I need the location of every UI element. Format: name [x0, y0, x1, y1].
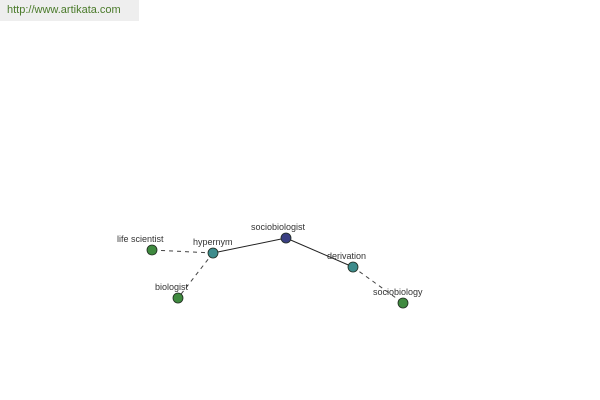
node-life-scientist[interactable] [146, 244, 158, 256]
edge-sociobiologist-hypernym [212, 237, 287, 254]
node-label-sociobiologist[interactable]: sociobiologist [251, 222, 306, 232]
node-derivation[interactable] [347, 261, 359, 273]
edge-derivation-sociobiology [352, 266, 404, 304]
edge-hypernym-biologist [177, 252, 214, 299]
node-sociobiologist[interactable] [280, 232, 292, 244]
graph-labels: sociobiologist hypernym derivation life sci… [117, 222, 423, 297]
node-hypernym[interactable] [207, 247, 219, 259]
node-label-hypernym[interactable]: hypernym [193, 237, 233, 247]
node-label-biologist[interactable]: biologist [155, 282, 189, 292]
graph-edges [151, 237, 404, 304]
node-label-sociobiology[interactable]: sociobiology [373, 287, 423, 297]
edge-sociobiologist-derivation [285, 237, 354, 268]
node-label-derivation[interactable]: derivation [327, 251, 366, 261]
edge-hypernym-life-scientist [151, 249, 214, 254]
url-banner[interactable]: http://www.artikata.com [0, 0, 139, 21]
node-biologist[interactable] [172, 292, 184, 304]
graph-nodes [146, 232, 409, 309]
node-label-life-scientist[interactable]: life scientist [117, 234, 164, 244]
node-sociobiology[interactable] [397, 297, 409, 309]
